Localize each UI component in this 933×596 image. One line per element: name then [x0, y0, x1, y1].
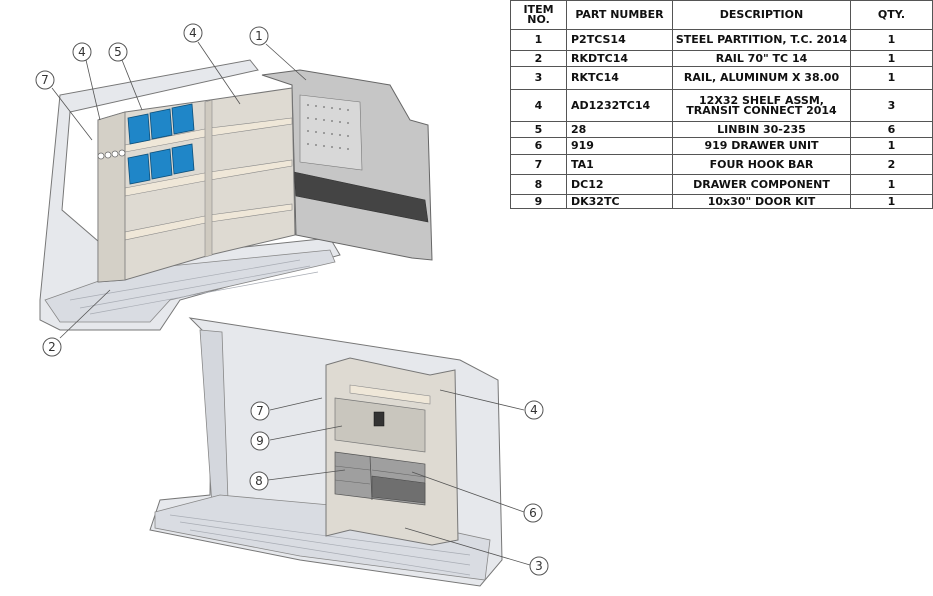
svg-text:8: 8	[255, 474, 263, 488]
partition-perforation-dots	[307, 104, 349, 150]
four-hook-bar	[97, 149, 126, 160]
callout-top-1: 1	[249, 26, 269, 46]
cell-part: RKDTC14	[566, 50, 673, 67]
svg-text:6: 6	[529, 506, 537, 520]
cell-item: 9	[510, 194, 567, 209]
svg-text:2: 2	[48, 340, 56, 354]
svg-text:4: 4	[530, 403, 538, 417]
cell-item: 3	[510, 66, 567, 90]
table-row: 4 AD1232TC14 12X32 SHELF ASSM, TRANSIT C…	[510, 89, 933, 122]
svg-text:7: 7	[256, 404, 264, 418]
bottom-van-assembly	[149, 317, 503, 587]
cell-description: 919 DRAWER UNIT	[672, 137, 851, 155]
cell-qty: 2	[850, 154, 933, 175]
cell-description: DRAWER COMPONENT	[672, 174, 851, 195]
top-shelf-divider	[204, 99, 213, 258]
callouts-bottom: 7 9 8 4 6 3	[249, 389, 549, 576]
callout-top-7: 7	[35, 70, 55, 90]
cell-part: DK32TC	[566, 194, 673, 209]
callout-bottom-9: 9	[250, 431, 270, 451]
top-van-assembly	[39, 59, 433, 331]
svg-text:3: 3	[535, 559, 543, 573]
svg-text:7: 7	[41, 73, 49, 87]
callout-top-2: 2	[42, 337, 62, 357]
header-qty: QTY.	[850, 0, 933, 30]
cell-description: STEEL PARTITION, T.C. 2014	[672, 29, 851, 51]
table-row: 8 DC12 DRAWER COMPONENT 1	[510, 174, 933, 195]
cell-description: RAIL 70" TC 14	[672, 50, 851, 67]
cell-qty: 1	[850, 29, 933, 51]
callout-bottom-3: 3	[529, 556, 549, 576]
table-row: 5 28 LINBIN 30-235 6	[510, 121, 933, 138]
drawer-lines	[334, 465, 426, 492]
cell-part: AD1232TC14	[566, 89, 673, 122]
linbin-bins	[127, 103, 195, 185]
svg-text:1: 1	[255, 29, 263, 43]
cell-description: 12X32 SHELF ASSM, TRANSIT CONNECT 2014	[672, 89, 851, 122]
cell-qty: 1	[850, 50, 933, 67]
cell-item: 1	[510, 29, 567, 51]
cell-description: 10x30" DOOR KIT	[672, 194, 851, 209]
table-row: 1 P2TCS14 STEEL PARTITION, T.C. 2014 1	[510, 29, 933, 51]
partition-lower-band	[293, 171, 429, 223]
cell-qty: 6	[850, 121, 933, 138]
top-shelf-end-panel	[97, 111, 126, 283]
callout-bottom-7: 7	[250, 401, 270, 421]
partition-perforated-panel	[299, 94, 363, 171]
cell-part: DC12	[566, 174, 673, 195]
table-row: 3 RKTC14 RAIL, ALUMINUM X 38.00 1	[510, 66, 933, 90]
cell-item: 2	[510, 50, 567, 67]
drawer-divider	[369, 455, 373, 501]
svg-text:5: 5	[114, 45, 122, 59]
callout-bottom-4: 4	[524, 400, 544, 420]
cell-item: 8	[510, 174, 567, 195]
cell-item: 7	[510, 154, 567, 175]
parts-list-table: ITEM NO. PART NUMBER DESCRIPTION QTY. 1 …	[510, 0, 933, 209]
callout-bottom-8: 8	[249, 471, 269, 491]
svg-text:4: 4	[189, 26, 197, 40]
cell-item: 5	[510, 121, 567, 138]
table-header-row: ITEM NO. PART NUMBER DESCRIPTION QTY.	[510, 0, 933, 30]
cell-part: 919	[566, 137, 673, 155]
header-description: DESCRIPTION	[672, 0, 851, 30]
cell-part: TA1	[566, 154, 673, 175]
cell-qty: 1	[850, 66, 933, 90]
cell-description: LINBIN 30-235	[672, 121, 851, 138]
cell-qty: 1	[850, 174, 933, 195]
bottom-floor-ribs	[169, 514, 471, 576]
callout-top-5: 5	[108, 42, 128, 62]
callouts-top: 7 4 5 4 1 2	[35, 23, 307, 357]
cell-part: RKTC14	[566, 66, 673, 90]
header-item-no: ITEM NO.	[510, 0, 567, 30]
table-row: 7 TA1 FOUR HOOK BAR 2	[510, 154, 933, 175]
header-part-number: PART NUMBER	[566, 0, 673, 30]
cell-item: 4	[510, 89, 567, 122]
callout-top-4b: 4	[183, 23, 203, 43]
cell-part: 28	[566, 121, 673, 138]
table-row: 9 DK32TC 10x30" DOOR KIT 1	[510, 194, 933, 209]
bottom-shelf-unit-frame	[325, 357, 459, 546]
svg-text:9: 9	[256, 434, 264, 448]
cell-part: P2TCS14	[566, 29, 673, 51]
top-van-floor-ribs	[69, 259, 319, 315]
table-row: 6 919 919 DRAWER UNIT 1	[510, 137, 933, 155]
bottom-shelf-top-board	[349, 384, 431, 405]
drawer-component	[371, 475, 426, 504]
svg-text:4: 4	[78, 45, 86, 59]
callout-bottom-6: 6	[523, 503, 543, 523]
cell-qty: 1	[850, 137, 933, 155]
callout-top-4a: 4	[72, 42, 92, 62]
cell-item: 6	[510, 137, 567, 155]
door-latch	[373, 411, 385, 427]
cell-description: RAIL, ALUMINUM X 38.00	[672, 66, 851, 90]
bottom-van-floor	[154, 494, 491, 581]
cell-qty: 3	[850, 89, 933, 122]
cell-qty: 1	[850, 194, 933, 209]
table-row: 2 RKDTC14 RAIL 70" TC 14 1	[510, 50, 933, 67]
cell-description: FOUR HOOK BAR	[672, 154, 851, 175]
